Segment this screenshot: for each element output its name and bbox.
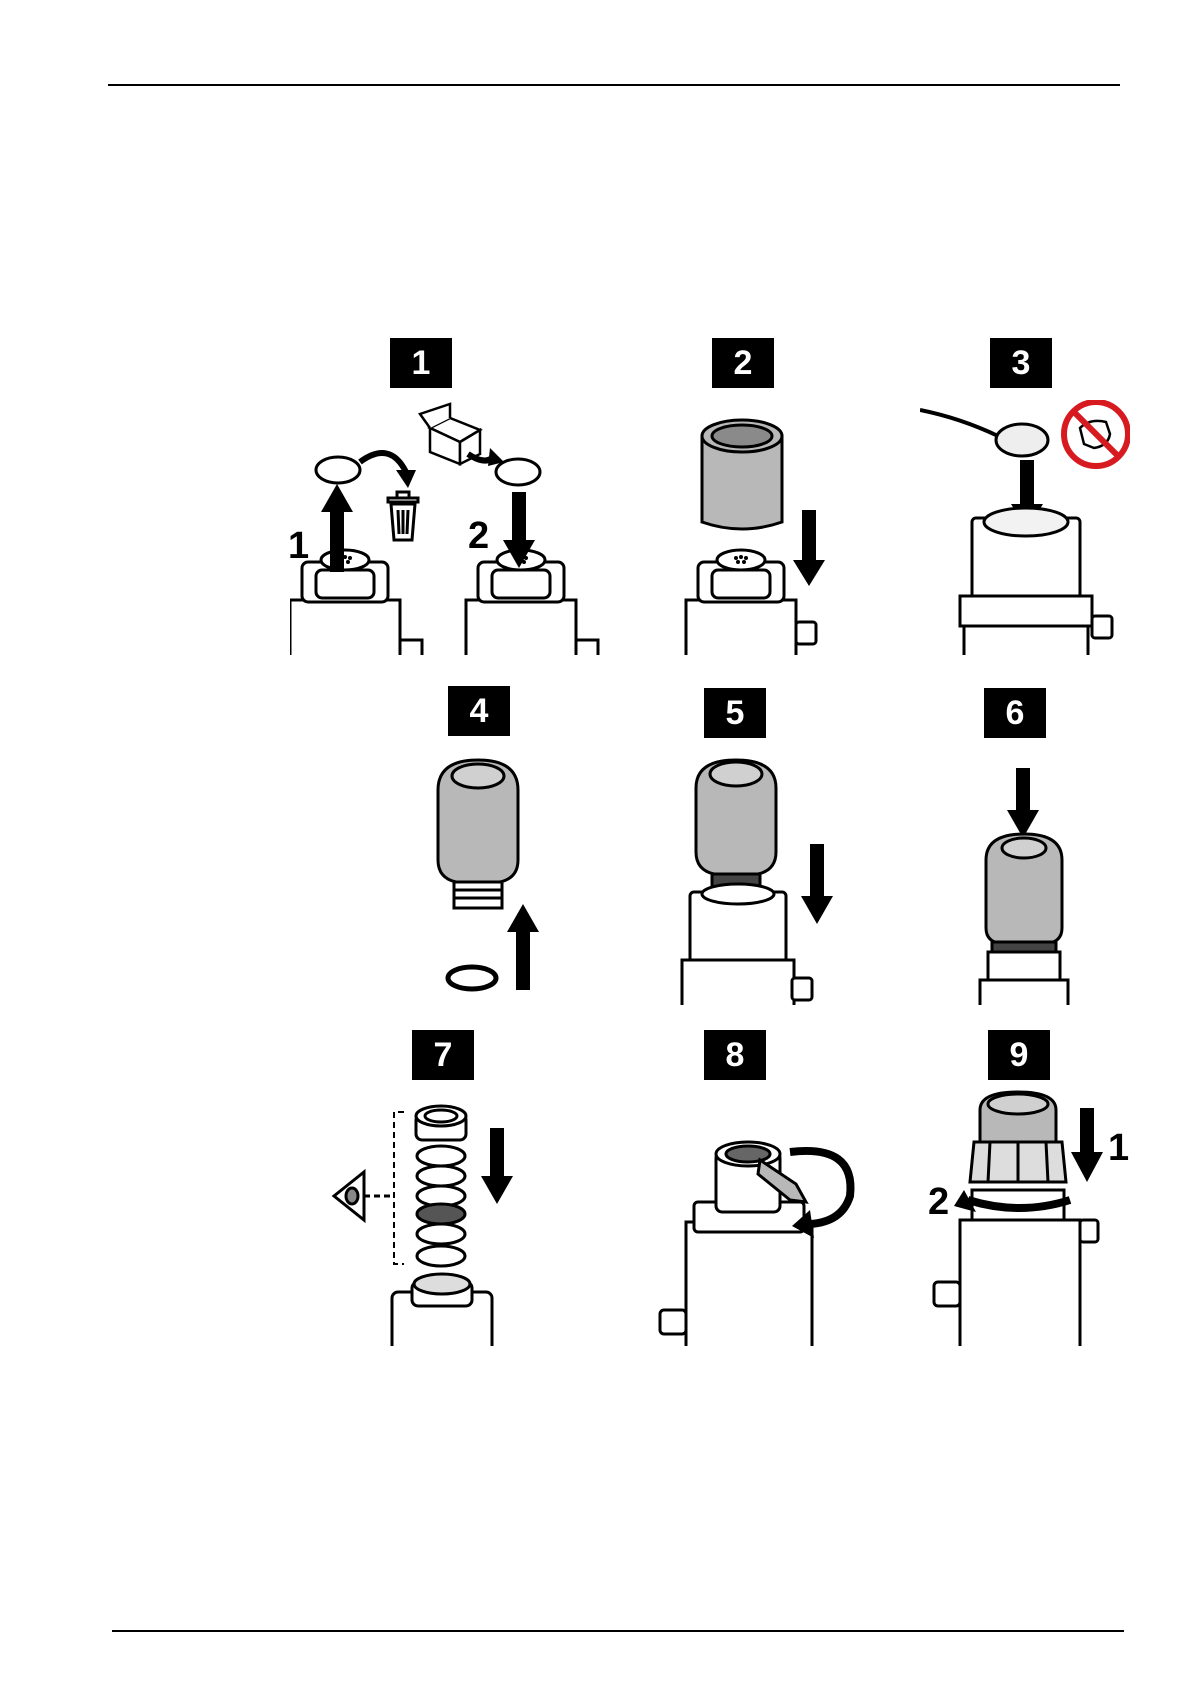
arrow-down-icon (793, 510, 825, 586)
step-3-badge: 3 (990, 338, 1052, 388)
step-7-illustration (330, 1092, 530, 1346)
step-9-number: 9 (1010, 1036, 1029, 1075)
step-8-illustration (650, 1092, 880, 1346)
arrow-down-icon (1007, 768, 1039, 838)
step-1-illustration: 1 2 (290, 400, 610, 655)
step-7-number: 7 (434, 1036, 453, 1075)
trash-icon (388, 492, 418, 540)
sleeve-icon (702, 420, 782, 529)
step-5-number: 5 (726, 694, 745, 733)
arrow-down-icon (1071, 1108, 1103, 1182)
step-1-number: 1 (412, 344, 431, 383)
inspect-eye-icon (334, 1172, 394, 1220)
step-9-illustration: 1 2 (920, 1090, 1140, 1346)
sensor-body-icon (290, 550, 422, 655)
sub-step-label: 1 (1108, 1127, 1129, 1169)
step-9-badge: 9 (988, 1030, 1050, 1080)
step-4-number: 4 (470, 692, 489, 731)
spatula-icon (920, 410, 998, 436)
cap-icon (438, 760, 518, 908)
step-2-badge: 2 (712, 338, 774, 388)
step-3-illustration (920, 400, 1130, 655)
step-2-number: 2 (734, 344, 753, 383)
step-5-illustration (676, 752, 856, 1005)
step-4-illustration (420, 750, 600, 1005)
arrow-up-icon (507, 904, 539, 990)
o-ring-icon (496, 459, 540, 485)
cap-icon (970, 1092, 1066, 1182)
o-ring-icon (316, 457, 360, 483)
step-6-badge: 6 (984, 688, 1046, 738)
step-1-badge: 1 (390, 338, 452, 388)
step-8-badge: 8 (704, 1030, 766, 1080)
sub-step-label: 2 (928, 1181, 949, 1223)
o-ring-icon (448, 967, 496, 989)
ring-stack-icon (416, 1106, 466, 1266)
discard-arrow-icon (360, 453, 406, 472)
cap-icon (986, 834, 1062, 952)
no-touch-icon (1064, 402, 1128, 466)
arrow-down-icon (481, 1128, 513, 1204)
step-6-number: 6 (1006, 694, 1025, 733)
sub-step-label: 1 (290, 525, 309, 567)
step-7-badge: 7 (412, 1030, 474, 1080)
step-2-illustration (672, 400, 852, 655)
step-8-number: 8 (726, 1036, 745, 1075)
step-6-illustration (956, 752, 1096, 1005)
step-4-badge: 4 (448, 686, 510, 736)
footer-rule (112, 1630, 1124, 1632)
cap-icon (696, 760, 776, 890)
sub-step-label: 2 (468, 515, 489, 557)
step-3-number: 3 (1012, 344, 1031, 383)
membrane-icon (996, 424, 1048, 456)
arrow-down-icon (801, 844, 833, 924)
step-5-badge: 5 (704, 688, 766, 738)
header-rule (108, 84, 1120, 86)
